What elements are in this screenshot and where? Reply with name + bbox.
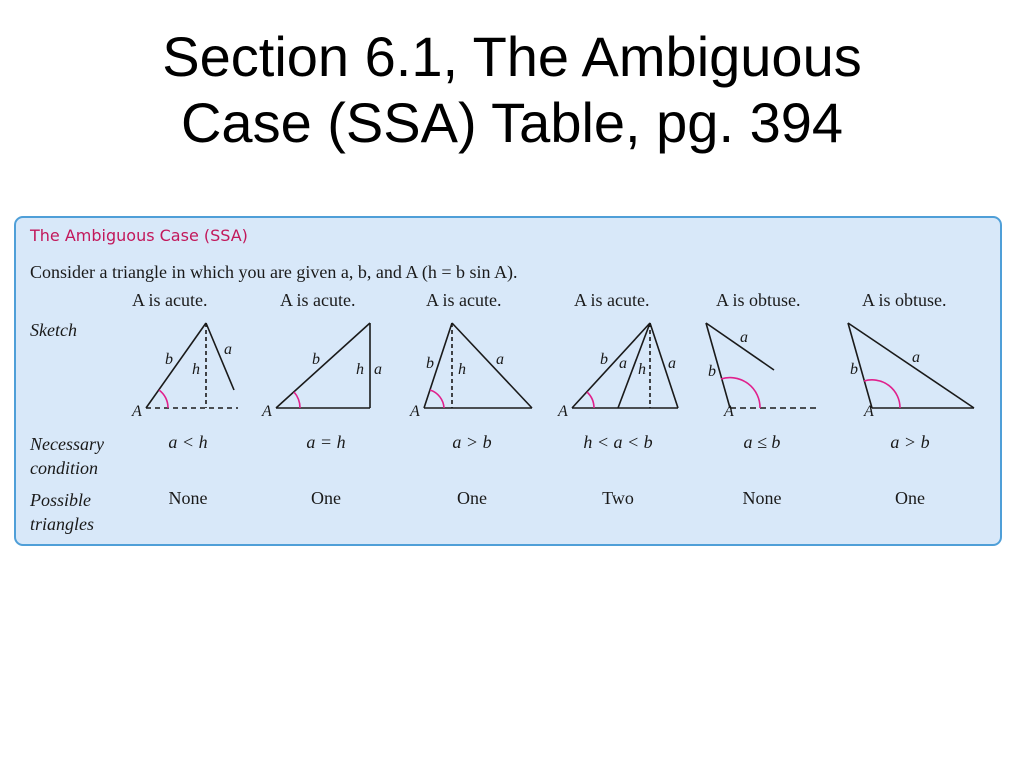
sketch-6-label-b: b — [850, 361, 858, 378]
sketch-4-label-a-vertex: A — [557, 403, 568, 420]
sketch-6-label-a-vertex: A — [863, 403, 874, 420]
row-label-condition-2: condition — [30, 458, 98, 478]
slide-title-line-1: Section 6.1, The Ambiguous — [162, 25, 862, 88]
triangle-count-5: None — [742, 488, 782, 508]
sketch-4-label-h: h — [638, 361, 646, 378]
row-label-condition-1: Necessary — [30, 434, 104, 454]
sketch-5-label-a: a — [740, 329, 748, 346]
sketch-1-label-h: h — [192, 361, 200, 378]
sketch-5-label-b: b — [708, 363, 716, 380]
sketch-2 — [275, 322, 371, 409]
sketch-4-label-a-inner: a — [619, 355, 627, 372]
slide-title-line-2: Case (SSA) Table, pg. 394 — [180, 91, 844, 154]
sketch-3-label-a: a — [496, 351, 504, 368]
triangle-count-3: One — [457, 488, 487, 508]
sketch-1-label-a: a — [224, 341, 232, 358]
sketch-3-label-b: b — [426, 355, 434, 372]
column-header-5: A is obtuse. — [716, 290, 801, 310]
sketch-4 — [571, 322, 679, 409]
condition-2: a = h — [306, 432, 346, 452]
sketch-1-label-b: b — [165, 351, 173, 368]
sketch-2-label-b: b — [312, 351, 320, 368]
condition-5: a ≤ b — [743, 432, 781, 452]
sketch-1 — [145, 322, 238, 409]
table-title: The Ambiguous Case (SSA) — [30, 226, 248, 245]
column-header-3: A is acute. — [426, 290, 502, 310]
row-label-possible-1: Possible — [30, 490, 91, 510]
sketch-5 — [705, 322, 820, 409]
slide-title: Section 6.1, The Ambiguous Case (SSA) Ta… — [0, 24, 1024, 156]
triangle-count-6: One — [895, 488, 925, 508]
sketch-2-label-a: a — [374, 361, 382, 378]
sketch-2-label-a-vertex: A — [261, 403, 272, 420]
sketch-3-label-a-vertex: A — [409, 403, 420, 420]
sketch-3-label-h: h — [458, 361, 466, 378]
condition-4: h < a < b — [583, 432, 653, 452]
triangle-count-1: None — [168, 488, 208, 508]
column-header-4: A is acute. — [574, 290, 650, 310]
sketch-1-label-a-vertex: A — [131, 403, 142, 420]
sketch-4-label-a-outer: a — [668, 355, 676, 372]
sketch-3 — [423, 322, 533, 409]
condition-6: a > b — [890, 432, 930, 452]
column-header-2: A is acute. — [280, 290, 356, 310]
condition-1: a < h — [168, 432, 208, 452]
sketch-6-label-a: a — [912, 349, 920, 366]
sketches: A b h a A b h a A b h a A b a h a A b a … — [131, 322, 975, 420]
sketch-4-label-b: b — [600, 351, 608, 368]
condition-3: a > b — [452, 432, 492, 452]
column-header-1: A is acute. — [132, 290, 208, 310]
triangle-count-2: One — [311, 488, 341, 508]
row-label-sketch: Sketch — [30, 320, 77, 340]
column-header-6: A is obtuse. — [862, 290, 947, 310]
sketch-5-label-a-vertex: A — [723, 403, 734, 420]
triangle-count-4: Two — [602, 488, 634, 508]
row-label-possible-2: triangles — [30, 514, 95, 534]
sketch-6 — [847, 322, 975, 409]
table-intro: Consider a triangle in which you are giv… — [30, 262, 518, 282]
ambiguous-case-table: The Ambiguous Case (SSA) Consider a tria… — [14, 216, 1002, 546]
sketch-2-label-h: h — [356, 361, 364, 378]
